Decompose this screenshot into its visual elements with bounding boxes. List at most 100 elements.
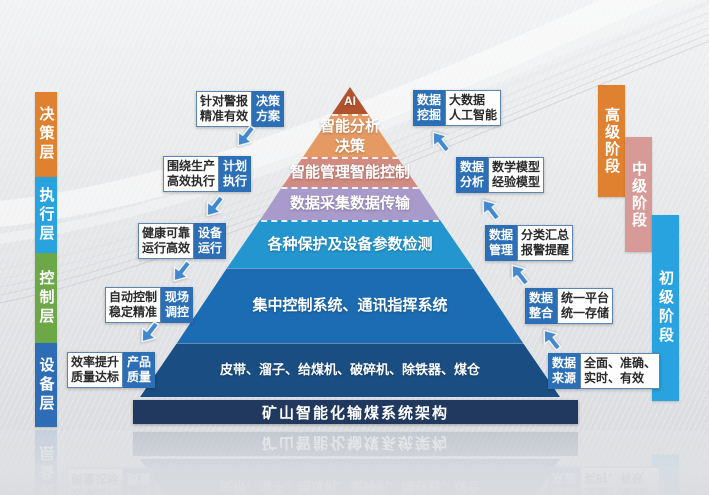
- callout-tag-line: 数据: [489, 228, 514, 242]
- callout-data-mining: 数据挖掘 大数据人工智能: [413, 90, 502, 126]
- pyramid-level-text: 智能管理智能控制: [289, 163, 410, 181]
- callout-tag-line: 执行: [223, 174, 248, 188]
- pyramid: AI 智能分析 决策 智能管理智能控制 数据采集数据传输 各种保护及设备参数检测…: [140, 87, 560, 397]
- pyramid-level-label: 智能管理智能控制: [140, 158, 560, 187]
- left-axis-execution-layer: 执行层: [35, 177, 57, 253]
- page-title: 矿山智能化输煤系统架构: [261, 404, 449, 422]
- callout-box: 大数据人工智能: [445, 90, 502, 126]
- callout-tag: 现场调控: [161, 287, 194, 323]
- axis-label: 高级阶段: [603, 107, 620, 175]
- callout-box: 全面、准确、实时、有效: [580, 353, 661, 389]
- pyramid-level-text: 各种保护及设备参数检测: [267, 236, 433, 254]
- pyramid-level-text: 智能分析: [319, 117, 380, 135]
- callout-tag-line: 挖掘: [417, 108, 442, 122]
- callout-tag-line: 整合: [529, 306, 554, 320]
- arrow-up-left-icon: [534, 322, 567, 356]
- pyramid-level-label: 数据采集数据传输: [140, 188, 560, 220]
- left-axis-decision-layer: 决策层: [35, 92, 57, 177]
- callout-box-line: 人工智能: [449, 108, 498, 122]
- callout-box: 健康可靠运行高效: [138, 223, 195, 259]
- arrow-up-left-icon: [423, 124, 456, 158]
- arrow-down-left-icon: [132, 316, 165, 350]
- callout-tag-line: 调控: [165, 305, 190, 319]
- pyramid-level-label: 集中控制系统、通讯指挥系统: [140, 273, 560, 339]
- callout-tag-line: 数据: [460, 160, 485, 174]
- callout-box: 统一平台统一存储: [557, 288, 614, 324]
- callout-tag-line: 数据: [417, 93, 442, 107]
- pyramid-level-label: 皮带、溜子、给煤机、破碎机、除铁器、煤仓: [140, 345, 560, 395]
- callout-box: 围绕生产高效执行: [163, 156, 220, 192]
- pyramid-level-text: 数据采集数据传输: [289, 195, 410, 213]
- callout-decision-plan: 针对警报精准有效 决策方案: [196, 91, 285, 127]
- axis-label: 控制层: [37, 269, 55, 327]
- callout-box-line: 分类汇总: [521, 228, 570, 242]
- pyramid-level-text: AI: [344, 93, 356, 108]
- callout-product-quality: 效率提升质量达标 产品质量: [67, 352, 156, 388]
- arrow-down-left-icon: [164, 255, 197, 289]
- callout-box-line: 围绕生产: [167, 159, 216, 173]
- pyramid-level-label: 各种保护及设备参数检测: [140, 223, 560, 267]
- callout-tag-line: 产品: [127, 355, 152, 369]
- axis-label: 中级阶段: [630, 160, 647, 229]
- callout-tag: 数据来源: [548, 353, 581, 389]
- callout-data-analysis: 数据分析 数学模型经验模型: [456, 157, 545, 193]
- right-axis-advanced-stage: 高级阶段: [598, 85, 625, 197]
- callout-tag: 数据管理: [485, 225, 518, 261]
- callout-tag-line: 质量: [127, 370, 152, 384]
- arrow-down-left-icon: [228, 120, 261, 154]
- callout-tag-line: 设备: [198, 226, 223, 240]
- pyramid-level-text: 皮带、溜子、给煤机、破碎机、除铁器、煤仓: [219, 362, 480, 378]
- callout-plan-execution: 围绕生产高效执行 计划执行: [163, 156, 252, 192]
- axis-label: 设备层: [37, 356, 55, 414]
- callout-box: 自动控制稳定精准: [105, 287, 162, 323]
- callout-box-line: 精准有效: [200, 109, 249, 123]
- arrow-up-left-icon: [502, 257, 535, 291]
- callout-tag-line: 分析: [460, 175, 485, 189]
- callout-box-line: 统一存储: [561, 306, 610, 320]
- title-bar: 矿山智能化输煤系统架构: [133, 400, 578, 424]
- pyramid-level-protection-detection: [227, 220, 473, 268]
- pyramid-level-label: 智能分析 决策: [140, 116, 560, 157]
- callout-box: 针对警报精准有效: [196, 91, 253, 127]
- pyramid-level-text: 集中控制系统、通讯指挥系统: [252, 297, 448, 315]
- pyramid-level-management-control: [282, 157, 418, 187]
- right-axis-intermediate-stage: 中级阶段: [625, 137, 652, 252]
- pyramid-level-equipment: [140, 343, 560, 397]
- callout-box-line: 质量达标: [71, 370, 120, 384]
- callout-tag-line: 数据: [552, 356, 577, 370]
- callout-box-line: 全面、准确、: [584, 356, 657, 370]
- callout-box-line: 效率提升: [71, 355, 120, 369]
- callout-tag-line: 计划: [223, 159, 248, 173]
- callout-box-line: 经验模型: [492, 175, 541, 189]
- callout-data-source: 数据来源 全面、准确、实时、有效: [548, 353, 661, 389]
- callout-data-integration: 数据整合 统一平台统一存储: [525, 288, 614, 324]
- arrow-up-left-icon: [473, 192, 506, 226]
- callout-box: 数学模型经验模型: [488, 157, 545, 193]
- pyramid-level-text: 决策: [334, 137, 365, 155]
- axis-label: 决策层: [37, 106, 55, 163]
- callout-tag: 产品质量: [123, 352, 156, 388]
- callout-tag-line: 来源: [552, 371, 577, 385]
- callout-field-regulation: 自动控制稳定精准 现场调控: [105, 287, 194, 323]
- callout-box-line: 高效执行: [167, 174, 216, 188]
- callout-tag: 决策方案: [252, 91, 285, 127]
- arrow-down-left-icon: [197, 190, 230, 224]
- callout-box-line: 统一平台: [561, 291, 610, 305]
- axis-label: 执行层: [37, 186, 55, 244]
- callout-tag: 计划执行: [219, 156, 252, 192]
- pyramid-level-central-control: [177, 268, 523, 343]
- callout-box-line: 运行高效: [142, 241, 191, 255]
- callout-box: 效率提升质量达标: [67, 352, 124, 388]
- callout-tag-line: 方案: [256, 109, 281, 123]
- callout-box-line: 稳定精准: [109, 305, 158, 319]
- callout-box-line: 针对警报: [200, 94, 249, 108]
- callout-box-line: 大数据: [449, 93, 486, 107]
- callout-data-management: 数据管理 分类汇总报警提醒: [485, 225, 574, 261]
- callout-equipment-operation: 健康可靠运行高效 设备运行: [138, 223, 227, 259]
- callout-tag: 数据挖掘: [413, 90, 446, 126]
- callout-box-line: 健康可靠: [142, 226, 191, 240]
- callout-tag-line: 管理: [489, 243, 514, 257]
- callout-tag-line: 现场: [165, 290, 190, 304]
- callout-box: 分类汇总报警提醒: [517, 225, 574, 261]
